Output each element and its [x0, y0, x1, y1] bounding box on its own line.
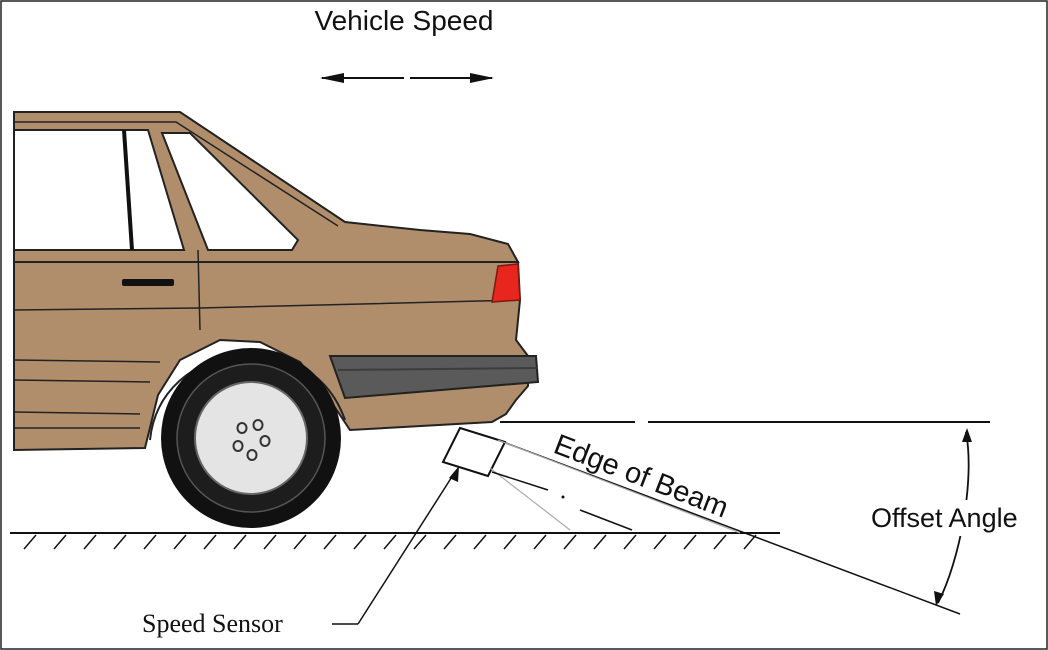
wheel-hub [194, 381, 308, 495]
side-window [13, 129, 186, 251]
ground-hatch [563, 534, 577, 550]
car [13, 111, 540, 452]
tail-light [491, 263, 521, 303]
ground-hatch [503, 534, 517, 550]
vehicle-speed-label: Vehicle Speed [314, 5, 493, 36]
ground-hatch [113, 534, 127, 550]
ground [10, 532, 780, 550]
offset-angle-label: Offset Angle [871, 503, 1018, 533]
ground-hatch [533, 534, 547, 550]
ground-hatch [443, 534, 457, 550]
ground-hatch [173, 534, 187, 550]
ground-hatch [473, 534, 487, 550]
ground-hatch [653, 534, 667, 550]
ground-hatch [383, 534, 397, 550]
ground-hatch [143, 534, 157, 550]
beam [489, 439, 961, 615]
ground-hatch [593, 534, 607, 550]
ground-hatch [293, 534, 307, 550]
rear-bumper [328, 355, 540, 400]
ground-hatch [743, 534, 757, 550]
ground-hatch [623, 534, 637, 550]
ground-hatch [23, 534, 37, 550]
speed-sensor [441, 426, 507, 478]
ground-hatch [203, 534, 217, 550]
ground-hatch [53, 534, 67, 550]
ground-hatch [323, 534, 337, 550]
ground-hatch [233, 534, 247, 550]
door-handle [122, 279, 174, 286]
ground-hatch [413, 534, 427, 550]
vehicle-speed-arrow [320, 73, 494, 83]
speed-sensor-leader [332, 466, 459, 625]
ground-hatch [263, 534, 277, 550]
ground-hatch [683, 534, 697, 550]
offset-angle-label-bg [866, 500, 1042, 536]
speed-sensor-label: Speed Sensor [142, 609, 283, 638]
rear-window [160, 132, 300, 251]
ground-hatch [713, 534, 727, 550]
ground-hatch [83, 534, 97, 550]
rear-wheel [161, 348, 341, 528]
ground-hatch [353, 534, 367, 550]
